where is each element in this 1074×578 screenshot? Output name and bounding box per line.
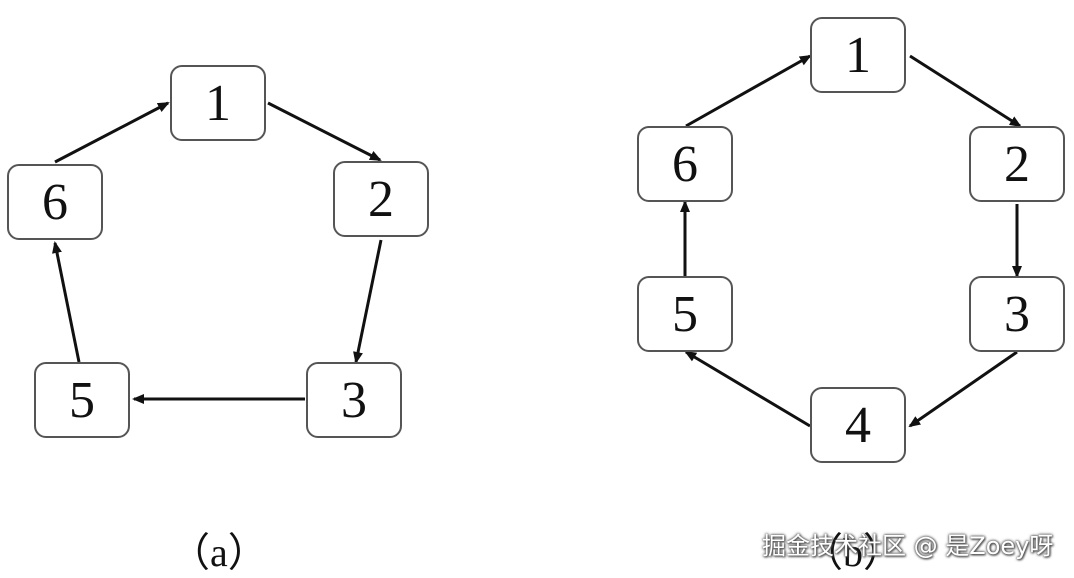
node-b-5: 5: [637, 276, 733, 352]
edge-b-6-1: [685, 54, 812, 128]
edge-a-5-6: [52, 241, 81, 363]
node-b-6: 6: [637, 126, 733, 202]
node-a-2: 2: [333, 161, 429, 237]
node-a-6: 6: [7, 164, 103, 240]
node-b-3: 3: [969, 276, 1065, 352]
node-a-3: 3: [306, 362, 402, 438]
edge-a-1-2: [267, 101, 382, 162]
edge-a-2-3: [353, 239, 383, 364]
node-a-1: 1: [170, 65, 266, 141]
caption-a: （a）: [170, 530, 268, 575]
node-b-2: 2: [969, 126, 1065, 202]
edge-b-1-2: [909, 54, 1022, 128]
edge-a-6-1: [54, 101, 170, 164]
node-b-1: 1: [810, 17, 906, 93]
caption-b: （b）: [803, 530, 903, 575]
node-a-5: 5: [34, 362, 130, 438]
edge-b-3-4: [908, 350, 1018, 428]
node-b-4: 4: [810, 387, 906, 463]
watermark: 掘金技术社区 @ 是Zoey呀: [762, 532, 1054, 560]
edge-b-4-5: [684, 350, 811, 428]
